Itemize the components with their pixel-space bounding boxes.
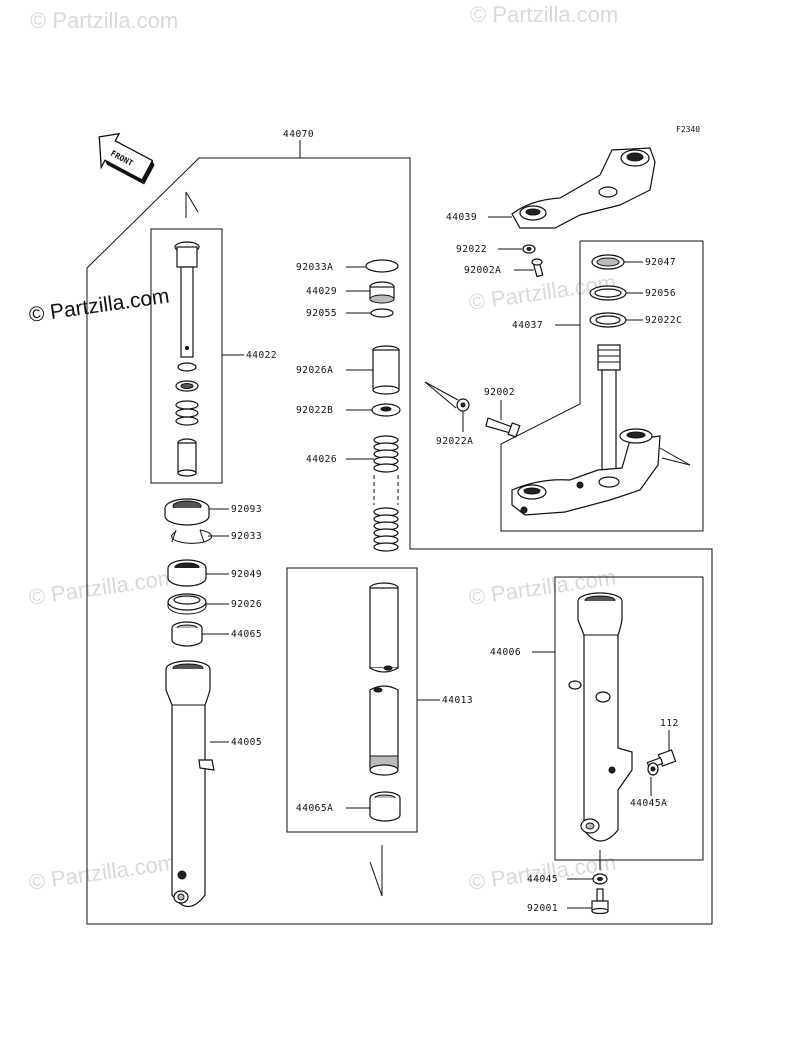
watermark-copyright: © Partzilla.com — [27, 284, 170, 326]
label-92033: 92033 — [231, 531, 262, 542]
label-44005: 44005 — [231, 737, 262, 748]
left-parts: 92093 92033 92049 92026 44065 — [164, 498, 262, 908]
watermark-mid-left: © Partzilla.com — [27, 565, 177, 610]
label-44029: 44029 — [306, 286, 337, 297]
label-44045: 44045 — [527, 874, 558, 885]
upper-bracket: 44039 92022 92002A — [446, 147, 656, 278]
fork-spring — [373, 435, 399, 552]
label-92093: 92093 — [231, 504, 262, 515]
label-92001: 92001 — [527, 903, 558, 914]
label-92022C: 92022C — [645, 315, 682, 326]
box-44006: 44006 112 44045A 44045 92001 — [490, 576, 704, 915]
center-parts: 92033A 44029 92055 92026A 92022B — [296, 259, 401, 552]
label-92056: 92056 — [645, 288, 676, 299]
label-44065: 44065 — [231, 629, 262, 640]
label-44037: 44037 — [512, 320, 543, 331]
diagram-code: F2340 — [676, 125, 700, 134]
label-92022: 92022 — [456, 244, 487, 255]
label-92026: 92026 — [231, 599, 262, 610]
label-92047: 92047 — [645, 257, 676, 268]
label-44006: 44006 — [490, 647, 521, 658]
label-112: 112 — [660, 718, 679, 729]
label-92033A: 92033A — [296, 262, 333, 273]
label-92055: 92055 — [306, 308, 337, 319]
label-92022B: 92022B — [296, 405, 333, 416]
label-44013: 44013 — [442, 695, 473, 706]
label-92002A: 92002A — [464, 265, 501, 276]
label-44026: 44026 — [306, 454, 337, 465]
watermark-bottom-left: © Partzilla.com — [27, 850, 177, 895]
front-arrow-icon: FRONT — [98, 132, 155, 185]
label-92002: 92002 — [484, 387, 515, 398]
box-44013: 44013 44065A — [286, 567, 473, 897]
label-92026A: 92026A — [296, 365, 333, 376]
label-92049: 92049 — [231, 569, 262, 580]
label-92022A: 92022A — [436, 436, 473, 447]
label-44039: 44039 — [446, 212, 477, 223]
label-44045A: 44045A — [630, 798, 667, 809]
watermark-top-right: © Partzilla.com — [470, 2, 618, 27]
box-44037: 92047 92056 92022C 44037 — [424, 240, 704, 532]
main-assembly-outline: 44070 — [86, 129, 713, 925]
watermark-top-left: © Partzilla.com — [30, 8, 178, 33]
label-44070: 44070 — [283, 129, 314, 140]
label-44022: 44022 — [246, 350, 277, 361]
label-44065A: 44065A — [296, 803, 333, 814]
watermark-bottom-right: © Partzilla.com — [467, 850, 617, 895]
box-44022: 44022 — [150, 191, 277, 484]
